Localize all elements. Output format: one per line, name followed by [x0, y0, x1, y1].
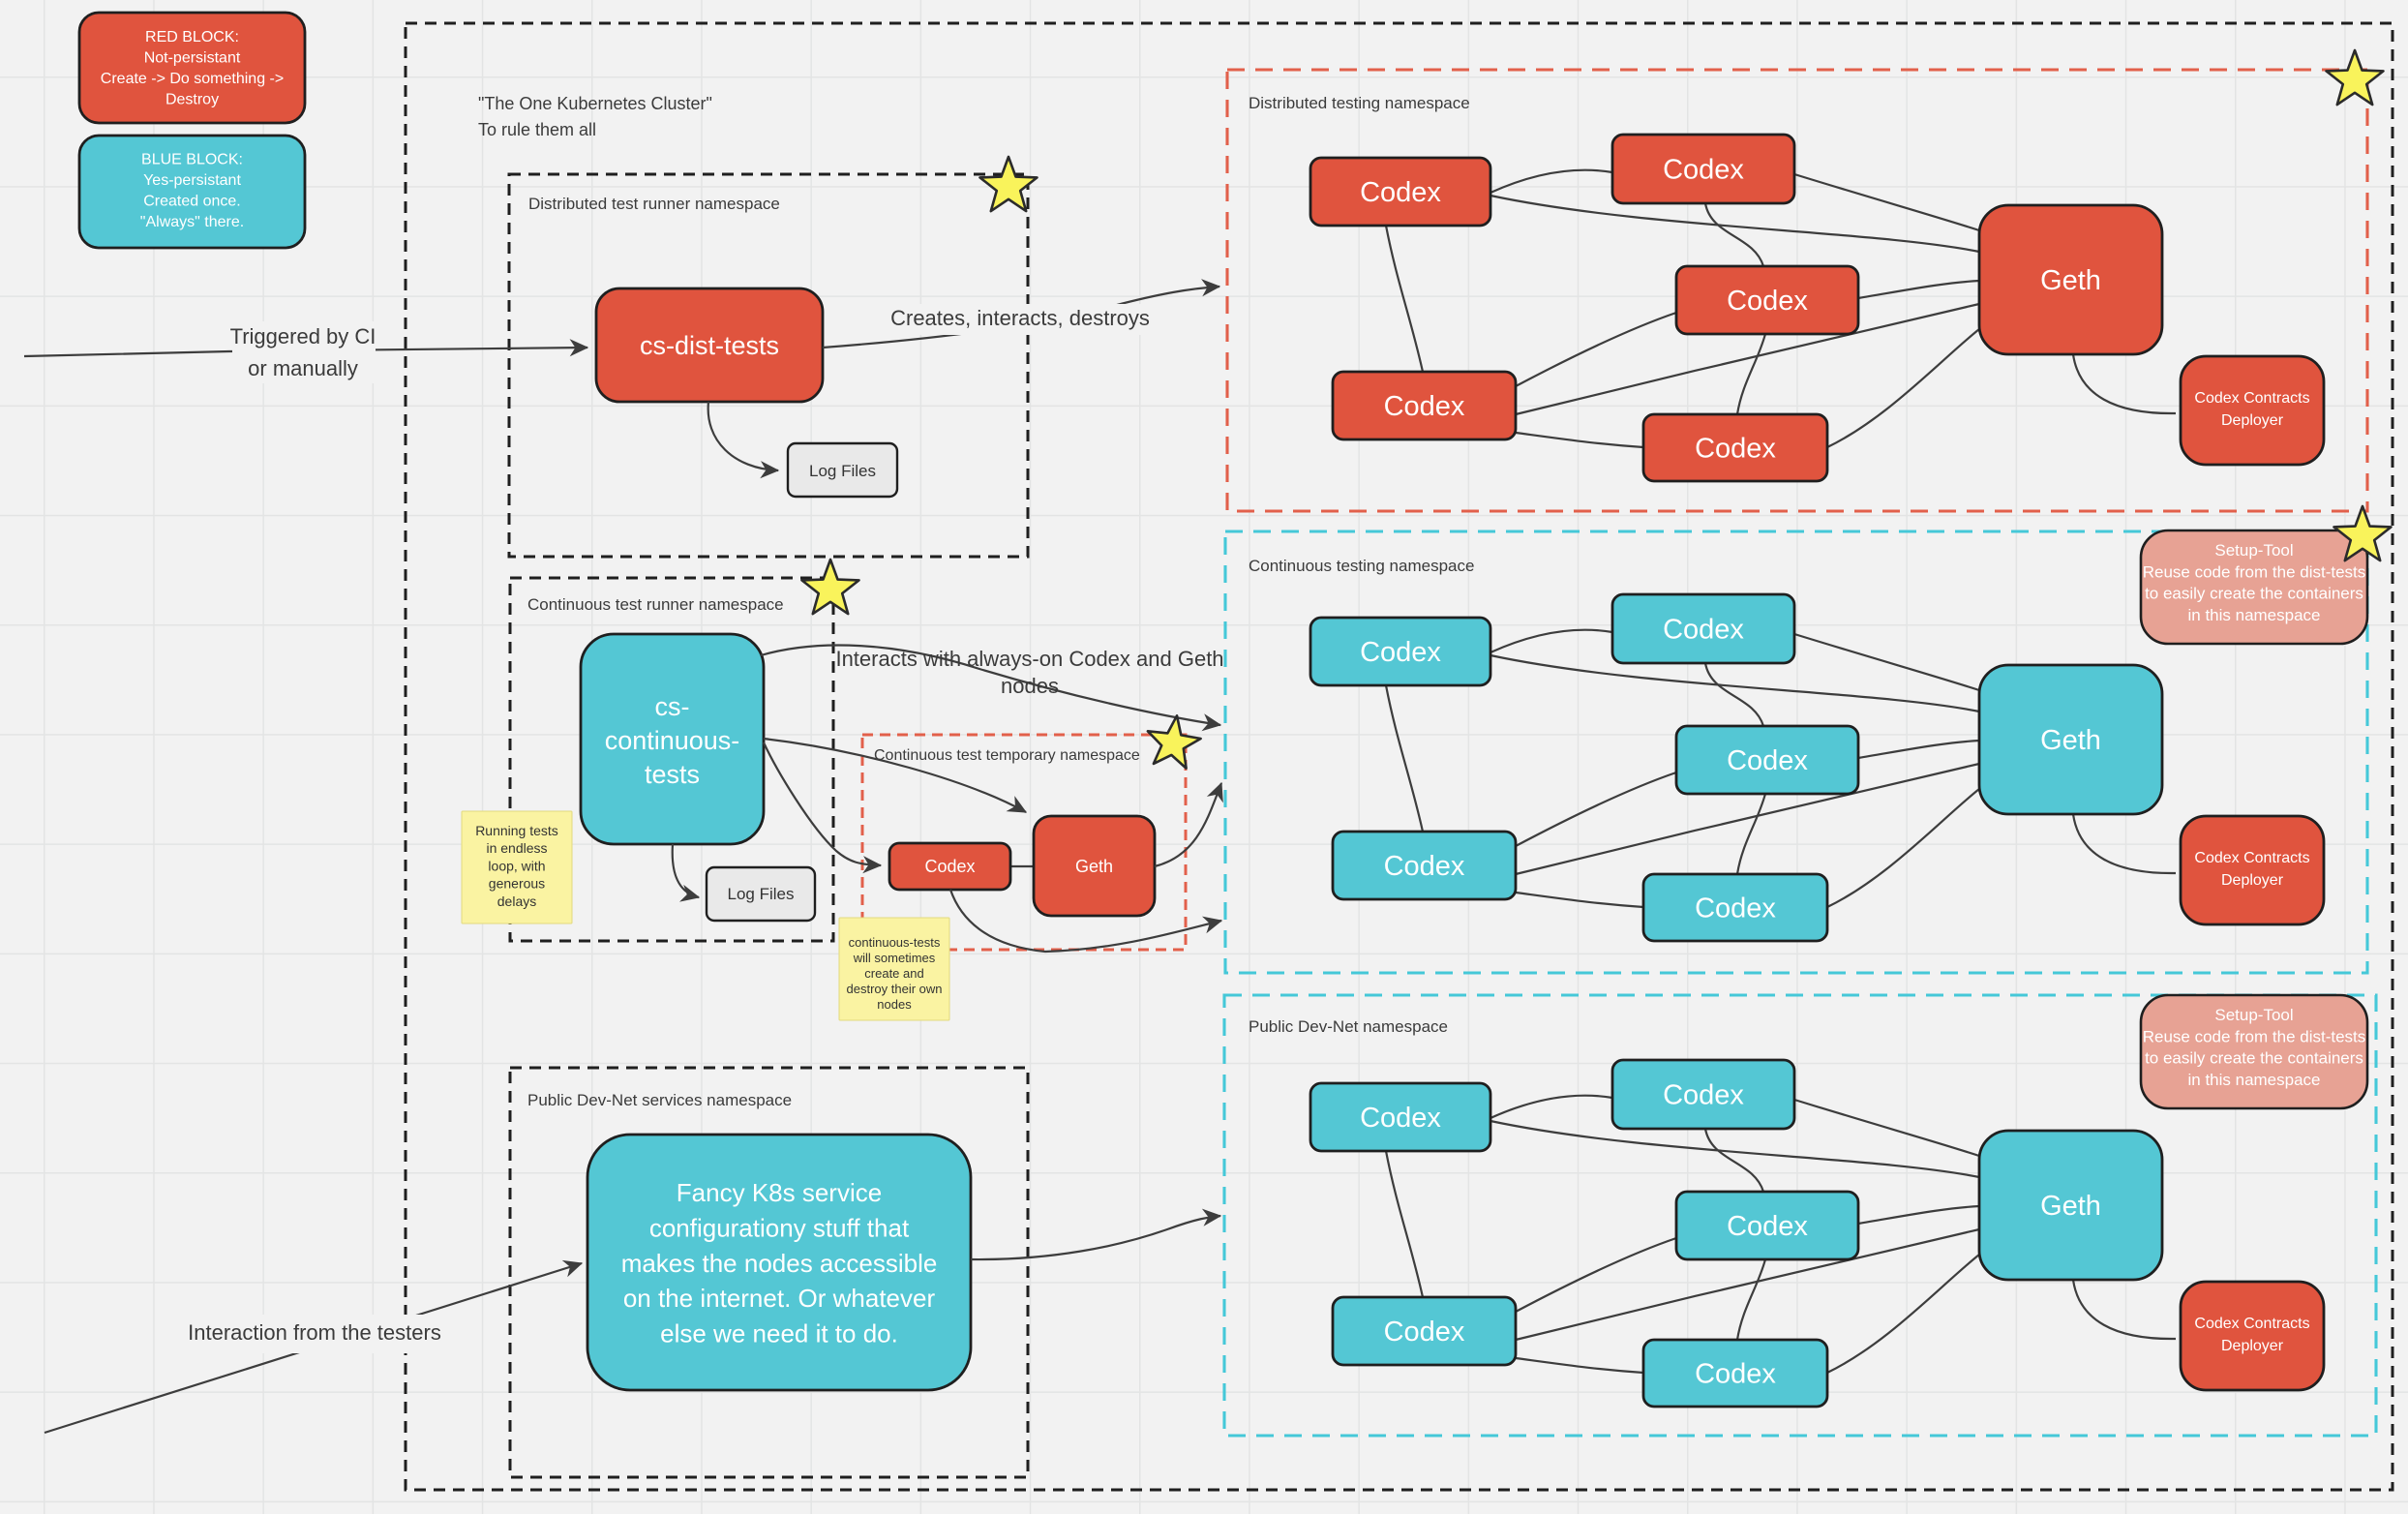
svg-text:Geth: Geth: [2040, 1191, 2101, 1222]
svg-text:Continuous testing namespace: Continuous testing namespace: [1249, 557, 1474, 575]
svg-text:Deployer: Deployer: [2221, 412, 2284, 429]
svg-text:generous: generous: [489, 876, 545, 892]
svg-text:Distributed test runner namesp: Distributed test runner namespace: [528, 195, 780, 213]
svg-text:Destroy: Destroy: [166, 92, 219, 108]
svg-text:Codex: Codex: [1360, 637, 1441, 668]
svg-text:nodes: nodes: [877, 997, 912, 1012]
svg-text:Codex: Codex: [1384, 851, 1465, 882]
svg-text:to easily create the container: to easily create the containers: [2145, 1049, 2363, 1068]
svg-text:in this namespace: in this namespace: [2187, 1071, 2320, 1089]
svg-text:Yes-persistant: Yes-persistant: [143, 172, 241, 189]
svg-text:cs-: cs-: [655, 692, 690, 721]
svg-text:Codex: Codex: [1695, 893, 1776, 924]
svg-text:Codex: Codex: [1384, 1317, 1465, 1347]
svg-text:Codex: Codex: [1360, 1103, 1441, 1134]
svg-text:Create -> Do something ->: Create -> Do something ->: [101, 71, 284, 87]
svg-text:Distributed testing namespace: Distributed testing namespace: [1249, 94, 1470, 112]
svg-text:To rule them all: To rule them all: [478, 120, 596, 139]
svg-text:Public Dev-Net services namesp: Public Dev-Net services namespace: [527, 1091, 792, 1109]
svg-text:continuous-tests: continuous-tests: [849, 935, 941, 950]
svg-text:Creates, interacts, destroys: Creates, interacts, destroys: [890, 306, 1150, 330]
svg-text:Continuous test runner namespa: Continuous test runner namespace: [527, 595, 784, 614]
svg-text:Deployer: Deployer: [2221, 872, 2284, 889]
svg-text:"The One Kubernetes Cluster": "The One Kubernetes Cluster": [478, 94, 712, 113]
svg-text:Not-persistant: Not-persistant: [144, 50, 241, 67]
svg-text:Fancy K8s service: Fancy K8s service: [677, 1178, 882, 1207]
svg-text:tests: tests: [645, 760, 700, 789]
svg-text:"Always" there.: "Always" there.: [140, 214, 244, 230]
svg-text:Setup-Tool: Setup-Tool: [2214, 1006, 2293, 1024]
svg-text:Deployer: Deployer: [2221, 1338, 2284, 1354]
svg-text:Geth: Geth: [2040, 265, 2101, 296]
svg-text:Geth: Geth: [2040, 725, 2101, 756]
svg-text:Interacts with always-on Codex: Interacts with always-on Codex and Geth: [835, 647, 1223, 671]
svg-text:to easily create the container: to easily create the containers: [2145, 585, 2363, 603]
svg-text:create and: create and: [864, 966, 923, 981]
svg-text:Public Dev-Net namespace: Public Dev-Net namespace: [1249, 1017, 1448, 1036]
svg-text:on the internet. Or whatever: on the internet. Or whatever: [623, 1284, 936, 1313]
svg-text:nodes: nodes: [1001, 674, 1059, 698]
svg-text:in this namespace: in this namespace: [2187, 606, 2320, 624]
svg-text:RED BLOCK:: RED BLOCK:: [145, 29, 239, 45]
svg-text:delays: delays: [497, 893, 536, 909]
svg-text:Triggered by CI: Triggered by CI: [230, 324, 376, 348]
svg-text:Geth: Geth: [1075, 857, 1113, 876]
svg-text:Setup-Tool: Setup-Tool: [2214, 541, 2293, 560]
svg-text:cs-dist-tests: cs-dist-tests: [640, 331, 779, 360]
svg-text:Codex: Codex: [1663, 155, 1744, 186]
svg-text:Codex: Codex: [1727, 745, 1808, 776]
svg-text:Codex: Codex: [1695, 434, 1776, 465]
svg-text:Codex: Codex: [1727, 286, 1808, 317]
svg-text:Reuse code from the dist-tests: Reuse code from the dist-tests: [2143, 562, 2366, 581]
svg-text:Running tests: Running tests: [475, 823, 558, 838]
svg-text:Codex: Codex: [1663, 1080, 1744, 1111]
svg-text:else we need it to do.: else we need it to do.: [660, 1319, 898, 1348]
svg-text:Created once.: Created once.: [143, 194, 241, 210]
svg-text:Codex: Codex: [924, 857, 975, 876]
svg-text:Continuous test temporary name: Continuous test temporary namespace: [874, 747, 1140, 764]
svg-text:Codex: Codex: [1384, 391, 1465, 422]
svg-text:Codex: Codex: [1727, 1211, 1808, 1242]
svg-text:continuous-: continuous-: [605, 726, 740, 755]
svg-text:Codex Contracts: Codex Contracts: [2194, 850, 2309, 866]
svg-text:Interaction from the testers: Interaction from the testers: [188, 1320, 441, 1345]
svg-text:Codex: Codex: [1360, 177, 1441, 208]
svg-text:or manually: or manually: [248, 356, 358, 380]
svg-text:Log Files: Log Files: [809, 462, 876, 480]
svg-text:Reuse code from the dist-tests: Reuse code from the dist-tests: [2143, 1027, 2366, 1045]
svg-text:Codex Contracts: Codex Contracts: [2194, 1316, 2309, 1332]
svg-text:loop, with: loop, with: [488, 858, 545, 873]
svg-text:will sometimes: will sometimes: [853, 951, 936, 965]
svg-text:configurationy stuff that: configurationy stuff that: [649, 1213, 910, 1242]
svg-text:in endless: in endless: [486, 840, 547, 856]
svg-text:makes the nodes accessible: makes the nodes accessible: [621, 1249, 938, 1278]
svg-text:destroy their own: destroy their own: [847, 982, 943, 996]
svg-text:Codex: Codex: [1695, 1359, 1776, 1390]
svg-text:Codex Contracts: Codex Contracts: [2194, 390, 2309, 407]
svg-text:Log Files: Log Files: [728, 885, 795, 903]
svg-text:BLUE BLOCK:: BLUE BLOCK:: [141, 152, 243, 168]
svg-text:Codex: Codex: [1663, 615, 1744, 646]
